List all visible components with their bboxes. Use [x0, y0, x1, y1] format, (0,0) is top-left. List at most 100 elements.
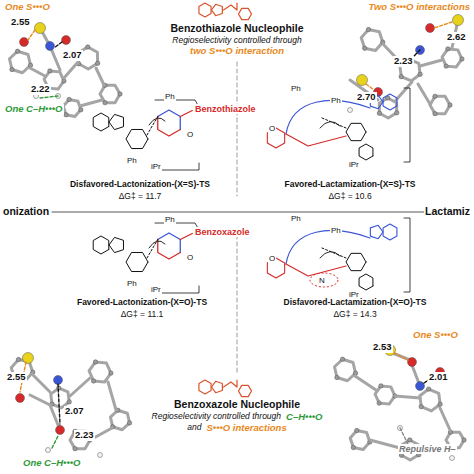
interaction-note: C–H•••O	[285, 412, 323, 423]
carbon-atom	[377, 401, 381, 405]
stick-bond	[440, 408, 450, 430]
carbon-atom	[48, 69, 52, 73]
text-line: Regioselectivity controlled throughC–H••…	[150, 412, 324, 434]
forming-bond	[147, 117, 158, 136]
carbon-atom	[448, 103, 452, 107]
carbon-atom	[79, 108, 83, 112]
interaction-note: Two S•••O interactions	[368, 2, 471, 13]
azole-ring	[212, 381, 223, 392]
benzene-ring	[359, 144, 373, 160]
benzene-ring	[93, 113, 109, 131]
bond-line	[224, 380, 238, 387]
distance-label: 2.22	[30, 84, 51, 95]
interaction-note: One C–H•••O	[22, 458, 82, 469]
benzene-ring	[383, 94, 397, 110]
atom-label: iPr	[348, 160, 360, 169]
stick-bond	[108, 382, 116, 410]
distance-label: 2.53	[372, 342, 393, 353]
energy-label: ΔG‡ = 11.1	[120, 310, 165, 320]
bracket	[155, 223, 199, 230]
stick-bond	[395, 396, 420, 398]
carbon-atom	[73, 446, 77, 450]
carbon-atom	[408, 438, 412, 442]
amidine-ring	[126, 129, 148, 148]
atom-label: Ph	[126, 279, 138, 288]
stick-ring	[51, 388, 69, 408]
amidine-ring	[126, 252, 148, 271]
panel-heading: Benzothiazole Nucleophile	[169, 22, 304, 34]
atom-label: Ph	[290, 84, 302, 93]
bond-line	[180, 111, 192, 117]
distance-label: 2.55	[6, 372, 27, 383]
carbon-atom	[351, 445, 355, 449]
carbon-atom	[460, 57, 464, 61]
distance-label: 2.23	[393, 56, 414, 67]
distance-label: 2.07	[62, 50, 83, 61]
panel-subtitle: Regioselectivity controlled through	[171, 36, 302, 46]
carbon-atom	[355, 428, 359, 432]
carbon-atom	[379, 384, 383, 388]
ts-name: Disfavored-Lactamization-(X=O)-TS	[283, 298, 428, 308]
curved-arrow	[320, 121, 340, 128]
carbon-atom	[426, 387, 430, 391]
interaction-note: Repulsive H–	[398, 444, 457, 454]
atom-label: Ph	[330, 226, 342, 235]
distance-label: 2.07	[64, 406, 85, 417]
interaction-line	[434, 22, 452, 28]
atom-sphere	[450, 456, 455, 461]
interaction-line	[28, 30, 35, 40]
atom-label: iPr	[150, 162, 162, 171]
amidine-ring	[346, 253, 366, 270]
interaction-note: One S•••O	[4, 2, 51, 13]
forming-ring	[158, 240, 181, 260]
text-line: Regioselectivity controlled throughtwo S…	[160, 36, 314, 57]
stick-bond	[30, 395, 50, 405]
interaction-line	[40, 96, 58, 98]
stick-ring	[334, 359, 355, 380]
phenyl-ring	[239, 385, 252, 396]
carbon-atom	[64, 113, 68, 117]
carbon-atom	[10, 67, 14, 71]
carbon-atom	[86, 45, 90, 49]
interaction-line	[54, 42, 62, 48]
repulsion-circle	[310, 273, 338, 287]
stick-ring	[420, 389, 440, 411]
amidine-ring	[346, 123, 366, 140]
stick-ring	[361, 30, 383, 51]
ts-name: Favored-Lactonization-(X=O)-TS	[76, 298, 208, 308]
atom-label: Ph	[164, 215, 176, 224]
stick-bond	[370, 440, 400, 448]
bracket	[404, 218, 410, 292]
carbon-atom	[67, 400, 71, 404]
atom-sphere	[56, 426, 65, 435]
stick-ring	[430, 96, 450, 113]
azole-ring	[212, 4, 223, 15]
benzene-ring	[93, 236, 109, 254]
carbon-atom	[366, 27, 370, 31]
atom-label: O	[186, 253, 194, 262]
panel-subtitle: Regioselectivity controlled through	[151, 412, 282, 423]
interaction-note: S•••O interactions	[205, 423, 287, 434]
atom-label: O	[268, 124, 276, 133]
bracket	[155, 100, 199, 107]
forming-ring	[286, 101, 370, 134]
section-label: onization	[2, 205, 50, 217]
carbon-atom	[363, 46, 367, 50]
interaction-line	[394, 353, 408, 360]
stick-bond	[418, 84, 430, 104]
interaction-line	[400, 428, 408, 444]
atom-sphere	[16, 394, 25, 403]
carbon-atom	[16, 357, 20, 361]
panel-subtitle: and	[186, 423, 202, 434]
carbon-atom	[433, 94, 437, 98]
energy-label: ΔG‡ = 14.3	[332, 310, 377, 320]
divider-line	[237, 62, 238, 196]
carbon-atom	[127, 421, 131, 425]
carbon-atom	[91, 379, 95, 383]
stick-bond	[30, 68, 45, 76]
atom-sphere	[348, 108, 353, 113]
atom-label: Ph	[164, 92, 176, 101]
bracket	[404, 88, 410, 162]
panel-heading: Benzoxazole Nucleophile	[173, 398, 301, 410]
